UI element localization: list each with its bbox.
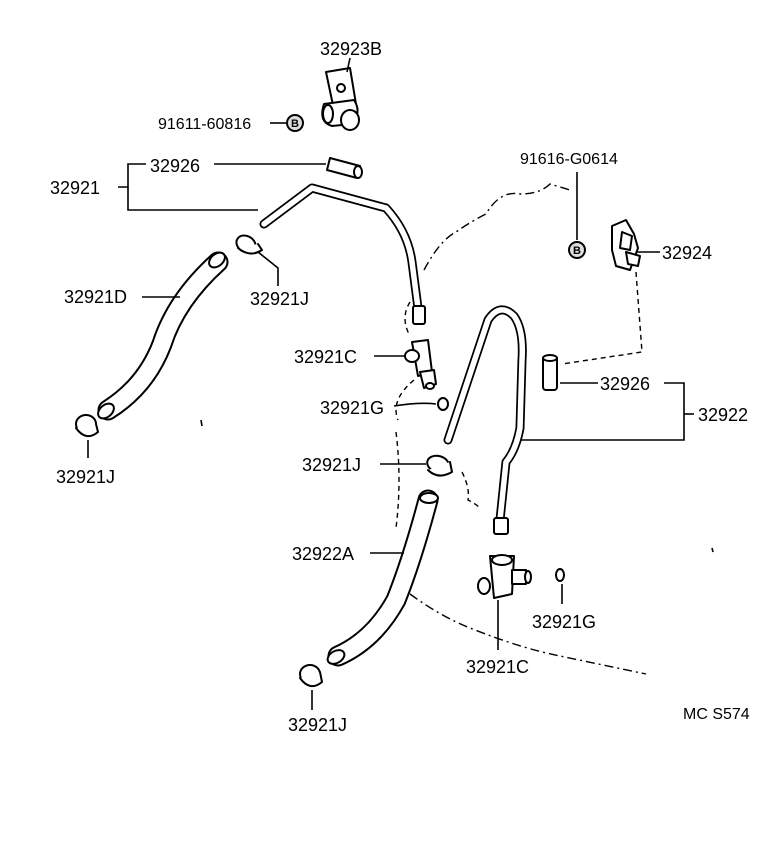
- label-32922: 32922: [698, 405, 748, 425]
- diagram-code: MC S574: [683, 706, 750, 723]
- oring-32921g-right: [555, 568, 565, 582]
- label-32921c-bottom: 32921C: [466, 657, 529, 677]
- hose-clip-32921j-left: [75, 414, 99, 438]
- label-32921g-right: 32921G: [532, 612, 596, 632]
- label-32921j-top: 32921J: [250, 289, 309, 309]
- label-91616-g0614: 91616-G0614: [520, 151, 618, 168]
- rubber-hose-32922a: [326, 489, 439, 667]
- label-32921g-left: 32921G: [320, 398, 384, 418]
- clamp-32923b: [321, 67, 360, 131]
- bracket-32924: [611, 219, 641, 271]
- metal-pipe-32922: [443, 305, 527, 535]
- label-32921: 32921: [50, 178, 100, 198]
- sleeve-32926-right: [542, 354, 558, 391]
- label-32926-top: 32926: [150, 156, 200, 176]
- label-32921d: 32921D: [64, 287, 127, 307]
- hose-clip-32921j-mid: [426, 454, 453, 477]
- label-32921j-mid: 32921J: [302, 455, 361, 475]
- svg-text:B: B: [291, 118, 299, 130]
- label-32921j-left: 32921J: [56, 467, 115, 487]
- oring-32921g-left: [437, 397, 449, 411]
- rubber-hose-32921d: [97, 251, 229, 421]
- label-32921j-bottom: 32921J: [288, 715, 347, 735]
- svg-text:B: B: [573, 245, 581, 257]
- label-32924: 32924: [662, 243, 712, 263]
- b-badge-icon: B: [286, 114, 304, 132]
- label-32926-right: 32926: [600, 374, 650, 394]
- hose-clip-32921j-bottom: [299, 664, 323, 688]
- label-32921c-top: 32921C: [294, 347, 357, 367]
- sleeve-32926-top: [326, 157, 363, 179]
- fitting-32921c-top: [404, 339, 437, 390]
- fitting-32921c-bottom: [477, 554, 532, 599]
- hose-clip-32921j-top: [235, 234, 263, 255]
- label-32923b: 32923B: [320, 39, 382, 59]
- label-32922a: 32922A: [292, 544, 354, 564]
- label-91611-60816: 91611-60816: [158, 116, 251, 133]
- b-badge-icon: B: [568, 241, 586, 259]
- metal-pipe-32921: [259, 183, 426, 325]
